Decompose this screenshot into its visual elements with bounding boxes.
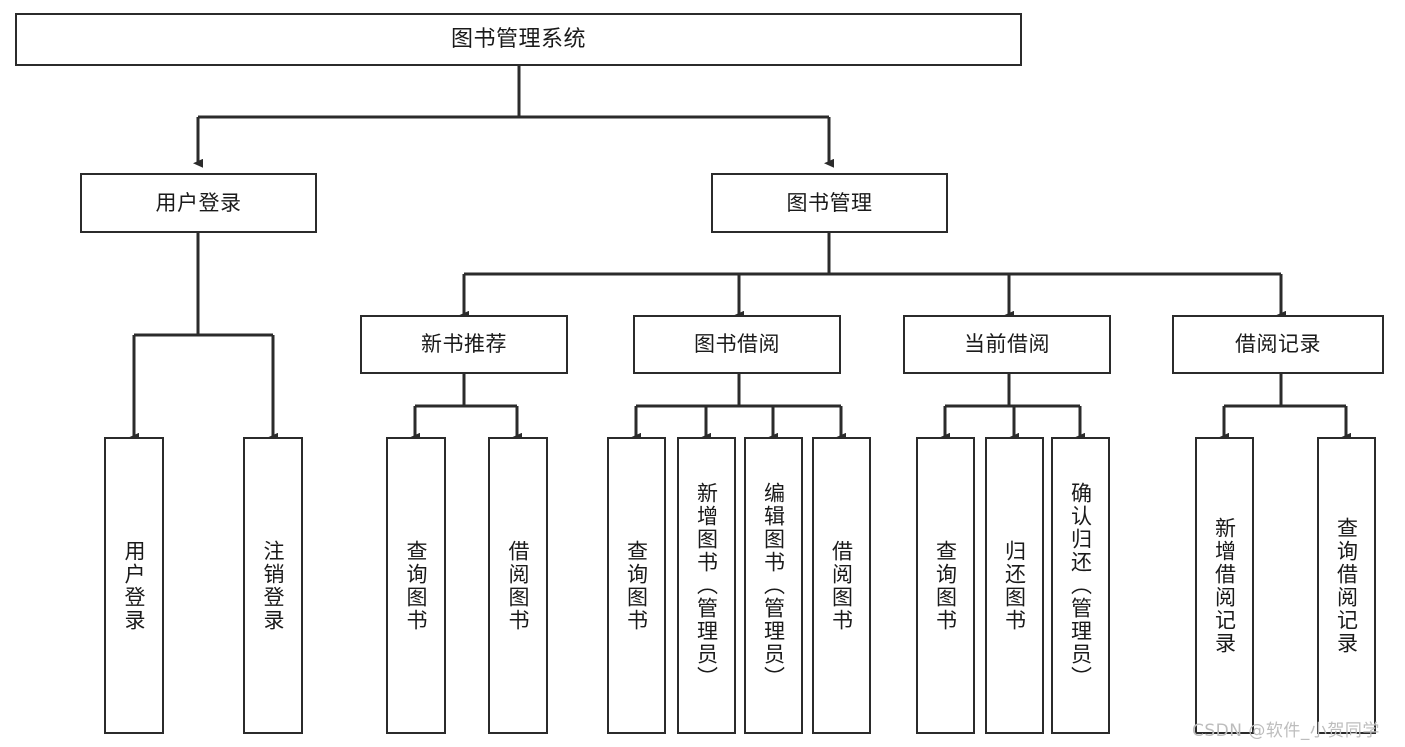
node-root-book-management-system[interactable]: 图书管理系统 [15,13,1022,66]
node-label: 当前借阅 [964,332,1050,357]
node-label: 确认归还（管理员） [1068,482,1093,689]
node-leaf-borrow-book-1[interactable]: 借阅图书 [488,437,548,734]
node-leaf-user-logout[interactable]: 注销登录 [243,437,303,734]
node-leaf-query-book-3[interactable]: 查询图书 [916,437,975,734]
node-label: 借阅记录 [1235,332,1321,357]
node-label: 查询图书 [624,539,649,632]
node-user-login[interactable]: 用户登录 [80,173,317,233]
node-label: 用户登录 [155,190,242,215]
node-borrow-record[interactable]: 借阅记录 [1172,315,1384,374]
csdn-watermark: CSDN @软件_小贺同学 [1192,721,1380,741]
node-label: 查询图书 [404,539,429,632]
node-label: 借阅图书 [829,539,854,632]
node-leaf-add-book[interactable]: 新增图书（管理员） [677,437,736,734]
node-current-borrow[interactable]: 当前借阅 [903,315,1111,374]
node-leaf-query-book-2[interactable]: 查询图书 [607,437,666,734]
node-leaf-confirm-return[interactable]: 确认归还（管理员） [1051,437,1110,734]
node-book-borrow[interactable]: 图书借阅 [633,315,841,374]
node-label: 图书管理系统 [450,26,586,52]
node-label: 借阅图书 [506,539,531,632]
node-label: 图书管理 [786,190,873,215]
node-label: 查询借阅记录 [1334,516,1359,655]
node-label: 查询图书 [933,539,958,632]
node-leaf-query-book-1[interactable]: 查询图书 [386,437,446,734]
node-leaf-query-record[interactable]: 查询借阅记录 [1317,437,1376,734]
node-new-book-recommend[interactable]: 新书推荐 [360,315,568,374]
node-leaf-borrow-book-2[interactable]: 借阅图书 [812,437,871,734]
node-label: 图书借阅 [694,332,780,357]
node-leaf-return-book[interactable]: 归还图书 [985,437,1044,734]
node-label: 注销登录 [261,539,286,632]
node-label: 新书推荐 [421,332,507,357]
node-leaf-add-record[interactable]: 新增借阅记录 [1195,437,1254,734]
node-leaf-edit-book[interactable]: 编辑图书（管理员） [744,437,803,734]
node-label: 新增借阅记录 [1212,516,1237,655]
node-label: 新增图书（管理员） [694,482,719,689]
node-label: 编辑图书（管理员） [761,482,786,689]
node-book-management[interactable]: 图书管理 [711,173,948,233]
node-label: 用户登录 [122,539,147,632]
node-leaf-user-login[interactable]: 用户登录 [104,437,164,734]
node-label: 归还图书 [1002,539,1027,632]
